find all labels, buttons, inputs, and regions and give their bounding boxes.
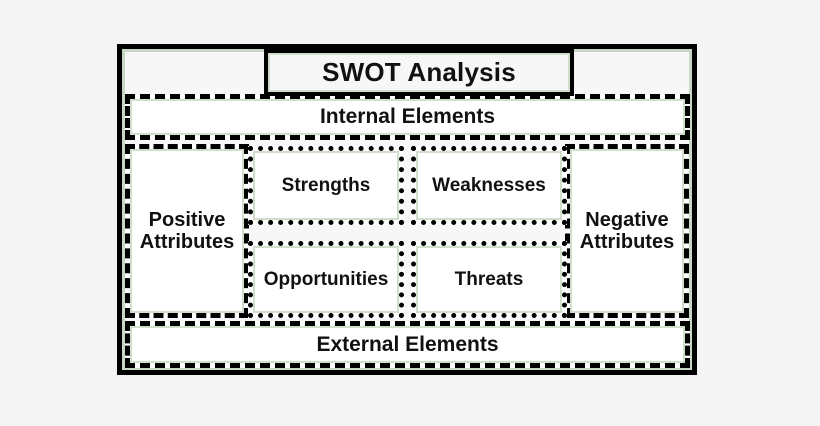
swot-title-box: SWOT Analysis [264,49,574,96]
quadrant-opportunities-label: Opportunities [263,268,389,290]
band-internal-label: Internal Elements [319,105,496,129]
band-external-elements: External Elements [125,321,690,368]
quadrant-strengths: Strengths [248,146,404,225]
quadrant-opportunities: Opportunities [248,241,404,318]
band-external-label: External Elements [316,332,499,356]
quadrant-weaknesses-label: Weaknesses [432,174,546,196]
column-negative-label: Negative Attributes [579,208,675,253]
quadrant-weaknesses: Weaknesses [411,146,567,225]
quadrant-threats: Threats [411,241,567,318]
column-positive-attributes: Positive Attributes [125,144,249,318]
page-title: SWOT Analysis [322,56,516,87]
swot-outer-frame: SWOT Analysis Internal Elements Positive… [117,44,697,375]
column-negative-attributes: Negative Attributes [565,144,689,318]
band-internal-elements: Internal Elements [125,94,690,140]
quadrant-strengths-label: Strengths [281,174,371,196]
column-positive-label: Positive Attributes [139,208,235,253]
quadrant-threats-label: Threats [454,268,524,290]
